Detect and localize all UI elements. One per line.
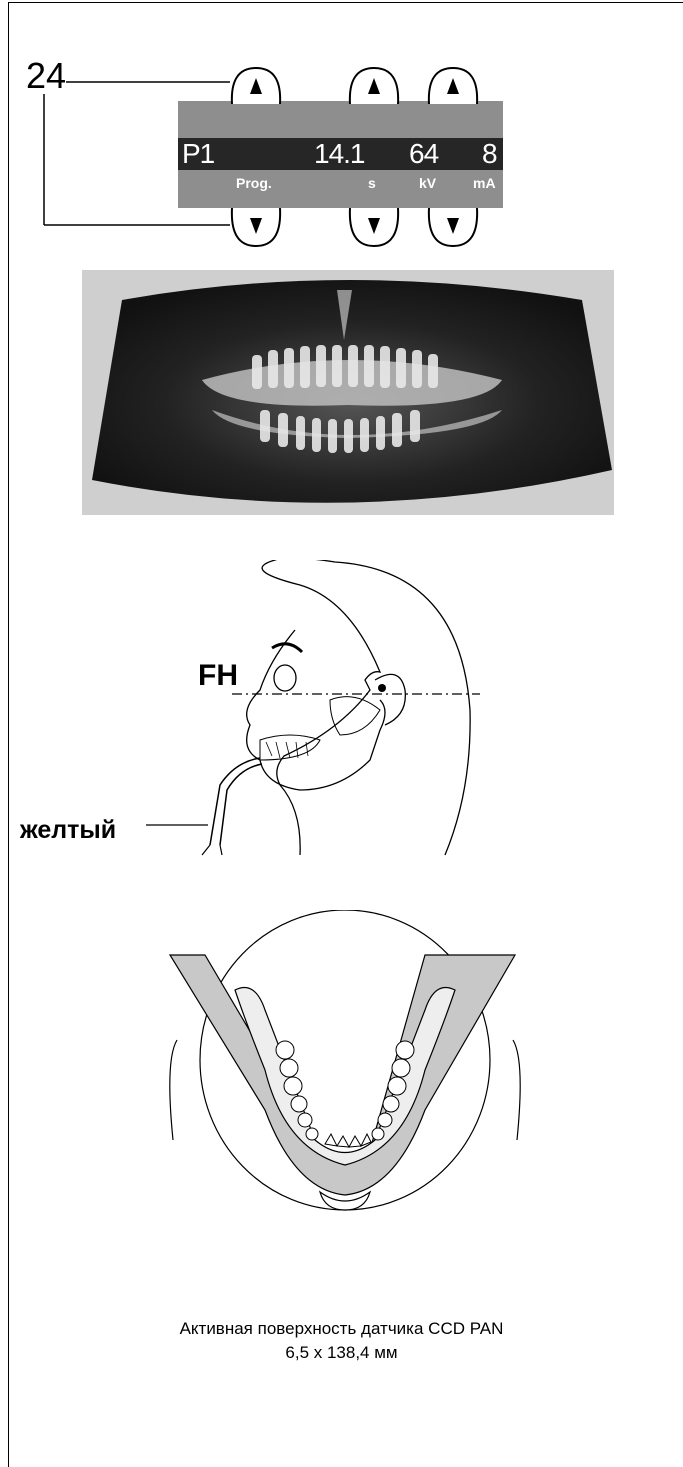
program-value: P1 bbox=[182, 138, 214, 170]
time-up-button[interactable] bbox=[348, 66, 400, 106]
program-up-button[interactable] bbox=[230, 66, 282, 106]
fh-plane-label: FH bbox=[198, 660, 238, 692]
kv-value: 64 bbox=[409, 138, 438, 170]
time-down-button[interactable] bbox=[348, 206, 400, 248]
panoramic-xray-image bbox=[82, 270, 614, 515]
control-panel-display: P1 14.1 64 8 Prog. s kV mA bbox=[178, 101, 503, 208]
kv-down-button[interactable] bbox=[427, 206, 479, 248]
kv-unit: kV bbox=[419, 175, 436, 191]
program-unit: Prog. bbox=[236, 175, 272, 191]
time-value: 14.1 bbox=[314, 138, 365, 170]
sensor-color-label: желтый bbox=[20, 816, 116, 844]
jaw-sensor-diagram bbox=[165, 910, 525, 1230]
ma-value: 8 bbox=[482, 138, 497, 170]
kv-up-button[interactable] bbox=[427, 66, 479, 106]
head-profile-drawing bbox=[180, 560, 500, 860]
ma-unit: mA bbox=[473, 175, 496, 191]
caption-line-2: 6,5 x 138,4 мм bbox=[0, 1341, 683, 1365]
yellow-label-leader bbox=[140, 820, 210, 830]
caption-line-1: Активная поверхность датчика CCD PAN bbox=[0, 1317, 683, 1341]
program-down-button[interactable] bbox=[230, 206, 282, 248]
time-unit: s bbox=[368, 175, 376, 191]
